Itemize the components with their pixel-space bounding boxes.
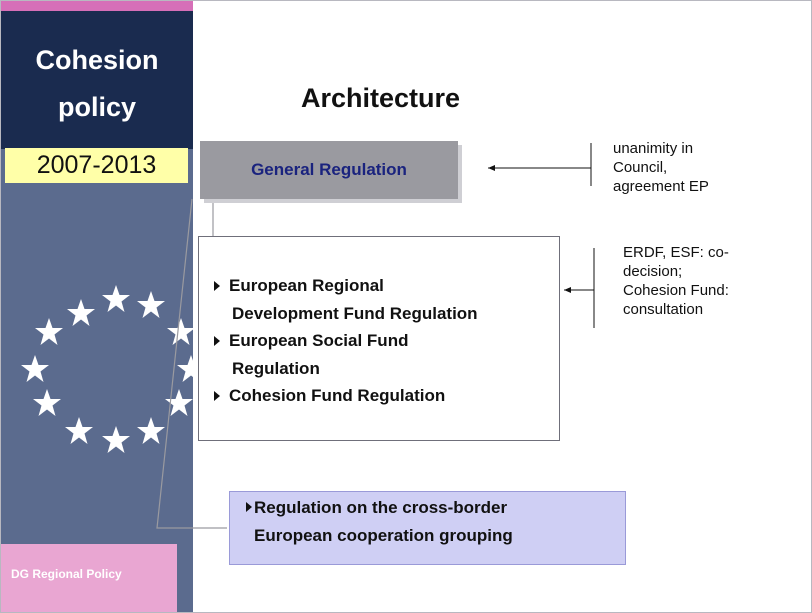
- fund-item-erdf-line-1: European Regional: [229, 276, 384, 295]
- eu-star-icon: [165, 389, 193, 416]
- fund-regulations-box: European Regional Development Fund Regul…: [198, 236, 560, 441]
- general-regulation-box: General Regulation: [200, 141, 458, 199]
- sidebar-footer-panel: [1, 544, 177, 612]
- cross-border-line-2: European cooperation grouping: [254, 526, 513, 545]
- general-regulation-label: General Regulation: [251, 160, 407, 179]
- sidebar-title-panel: [1, 11, 193, 149]
- cross-border-regulation-box: Regulation on the cross-border European …: [229, 491, 626, 565]
- bullet-icon: [214, 281, 220, 291]
- note-funds-line-1: ERDF, ESF: co-: [623, 244, 729, 261]
- page-title: Architecture: [301, 83, 461, 113]
- eu-star-icon: [33, 389, 61, 416]
- sidebar-footer-label: DG Regional Policy: [11, 567, 122, 581]
- sidebar-title-line-1: Cohesion: [35, 45, 159, 75]
- bullet-icon: [214, 336, 220, 346]
- note-general-line-1: unanimity in: [613, 140, 694, 157]
- eu-stars-decoration: [21, 285, 201, 453]
- eu-star-icon: [167, 318, 195, 345]
- eu-star-icon: [102, 285, 130, 312]
- sidebar-pink-strip: [1, 1, 193, 11]
- fund-item-esf-line-2: Regulation: [232, 359, 320, 378]
- note-general-line-3: agreement EP: [613, 178, 709, 195]
- note-funds-line-4: consultation: [623, 301, 704, 318]
- eu-star-icon: [137, 291, 165, 318]
- fund-item-cohesion: Cohesion Fund Regulation: [229, 386, 446, 405]
- bullet-icon: [214, 391, 220, 401]
- sidebar-years: 2007-2013: [5, 148, 188, 183]
- eu-star-icon: [67, 299, 95, 326]
- eu-star-icon: [102, 426, 130, 453]
- note-funds-line-3: Cohesion Fund:: [623, 282, 729, 299]
- eu-star-icon: [65, 417, 93, 444]
- note-funds-line-2: decision;: [623, 263, 683, 280]
- bullet-icon: [246, 502, 252, 512]
- note-general-line-2: Council,: [613, 159, 668, 176]
- sidebar-title-line-2: policy: [57, 92, 137, 122]
- fund-item-erdf-line-2: Development Fund Regulation: [232, 304, 478, 323]
- fund-item-esf-line-1: European Social Fund: [229, 331, 409, 350]
- eu-star-icon: [21, 355, 49, 382]
- cross-border-line-1: Regulation on the cross-border: [254, 498, 508, 517]
- eu-star-icon: [35, 318, 63, 345]
- eu-star-icon: [137, 417, 165, 444]
